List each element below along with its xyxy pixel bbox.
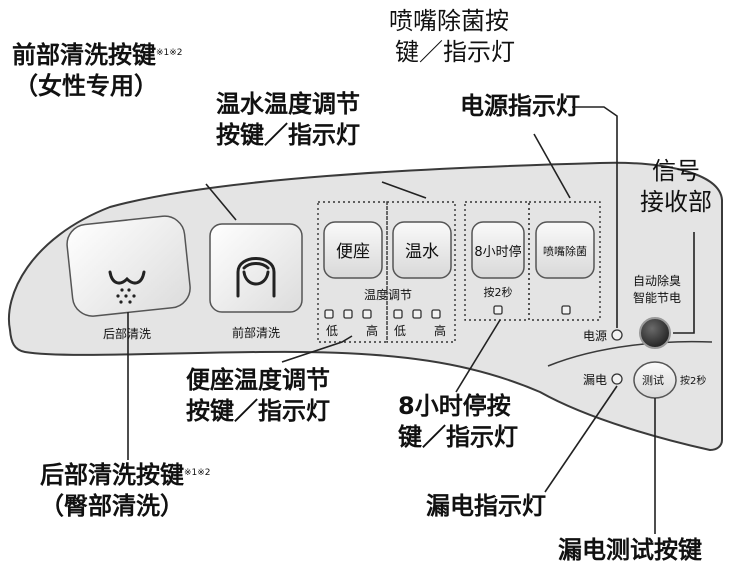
callout-water-temp-line1: 温水温度调节 — [216, 90, 360, 118]
deodor-line1: 自动除臭 — [633, 273, 681, 288]
leader-leak-indicator — [544, 385, 618, 493]
eight-hour-button-label: 8小时停 — [474, 244, 521, 260]
seat-led-1 — [324, 309, 334, 319]
eight-hour-button[interactable] — [471, 221, 525, 279]
callout-leak-indicator: 漏电指示灯 — [426, 491, 546, 522]
eight-hour-group — [464, 201, 530, 321]
callout-signal-receiver-line1: 信号 — [652, 157, 700, 185]
leader-front-wash — [205, 183, 237, 221]
front-wash-button[interactable] — [209, 223, 303, 313]
callout-front-wash-line2: （女性专用） — [14, 72, 158, 100]
water-temp-high: 高 — [434, 323, 446, 338]
water-temp-button[interactable] — [392, 221, 452, 279]
leader-nozzle-clean — [533, 133, 571, 199]
nozzle-clean-led — [561, 305, 571, 315]
water-temp-group — [386, 201, 456, 343]
rear-wash-label: 后部清洗 — [103, 326, 151, 341]
callout-rear-wash-line2: （臀部清洗） — [40, 492, 184, 520]
callout-signal-receiver: 信号 接收部 — [640, 156, 712, 218]
seat-temp-high: 高 — [366, 323, 378, 338]
callout-water-temp-line2: 按键／指示灯 — [216, 121, 360, 149]
seat-led-2 — [343, 309, 353, 319]
leader-power — [572, 106, 618, 328]
leak-label: 漏电 — [583, 373, 607, 387]
callout-seat-temp-line1: 便座温度调节 — [186, 366, 330, 394]
callout-seat-temp: 便座温度调节 按键／指示灯 — [186, 365, 330, 427]
callout-signal-receiver-line2: 接收部 — [640, 188, 712, 216]
water-led-2 — [412, 309, 422, 319]
callout-power-indicator: 电源指示灯 — [460, 91, 580, 122]
leader-signal — [673, 232, 695, 334]
seat-led-3 — [362, 309, 372, 319]
callout-rear-wash-sup: ※1※2 — [184, 468, 211, 478]
nozzle-clean-group — [528, 201, 601, 321]
callout-rear-wash-line1: 后部清洗按键 — [40, 461, 184, 489]
rear-wash-button[interactable] — [65, 214, 192, 318]
callout-eight-hour-line2: 键／指示灯 — [398, 423, 518, 451]
rear-wash-spray-icon — [108, 270, 146, 304]
test-button-label: 测试 — [642, 374, 664, 387]
front-wash-label: 前部清洗 — [232, 325, 280, 340]
seat-temp-button[interactable] — [323, 221, 383, 279]
water-led-3 — [431, 309, 441, 319]
signal-sensor — [639, 317, 671, 349]
callout-front-wash-line1: 前部清洗按键 — [12, 41, 156, 69]
nozzle-button-label: 喷嘴除菌 — [543, 244, 587, 258]
power-led — [611, 329, 623, 341]
callout-nozzle-clean-line1: 喷嘴除菌按 — [389, 7, 509, 35]
eight-hour-led — [493, 305, 503, 315]
water-led-1 — [393, 309, 403, 319]
callout-front-wash: 前部清洗按键※1※2 （女性专用） — [12, 40, 183, 102]
leak-led — [611, 373, 623, 385]
deodor-line2: 智能节电 — [633, 290, 681, 305]
leader-seat-temp — [281, 335, 353, 363]
water-temp-low: 低 — [394, 324, 406, 338]
callout-leak-test-line1: 漏电测试按键 — [558, 536, 702, 564]
front-wash-woman-icon — [236, 257, 276, 298]
leader-water-temp — [381, 181, 427, 199]
seat-temp-low: 低 — [326, 324, 338, 338]
callout-power-indicator-line1: 电源指示灯 — [460, 92, 580, 120]
seat-button-label: 便座 — [336, 242, 370, 262]
callout-eight-hour: 8小时停按 键／指示灯 — [398, 391, 518, 453]
panel-inner-recess — [547, 340, 713, 367]
power-label: 电源 — [583, 329, 607, 343]
callout-rear-wash: 后部清洗按键※1※2 （臀部清洗） — [40, 460, 211, 522]
nozzle-clean-button[interactable] — [535, 221, 595, 279]
callout-seat-temp-line2: 按键／指示灯 — [186, 397, 330, 425]
callout-nozzle-clean: 喷嘴除菌按 键／指示灯 — [389, 6, 515, 68]
callout-leak-indicator-line1: 漏电指示灯 — [426, 492, 546, 520]
callout-water-temp: 温水温度调节 按键／指示灯 — [216, 89, 360, 151]
water-button-label: 温水 — [405, 242, 439, 262]
temp-group-label: 温度调节 — [364, 287, 412, 302]
callout-nozzle-clean-line2: 键／指示灯 — [395, 38, 515, 66]
eight-hour-hint: 按2秒 — [484, 285, 513, 299]
callout-front-wash-sup: ※1※2 — [156, 48, 183, 58]
callout-eight-hour-line1: 8小时停按 — [398, 392, 511, 420]
callout-leak-test: 漏电测试按键 — [558, 535, 702, 566]
test-hint: 按2秒 — [680, 374, 706, 387]
leader-eight-hour — [455, 319, 501, 393]
